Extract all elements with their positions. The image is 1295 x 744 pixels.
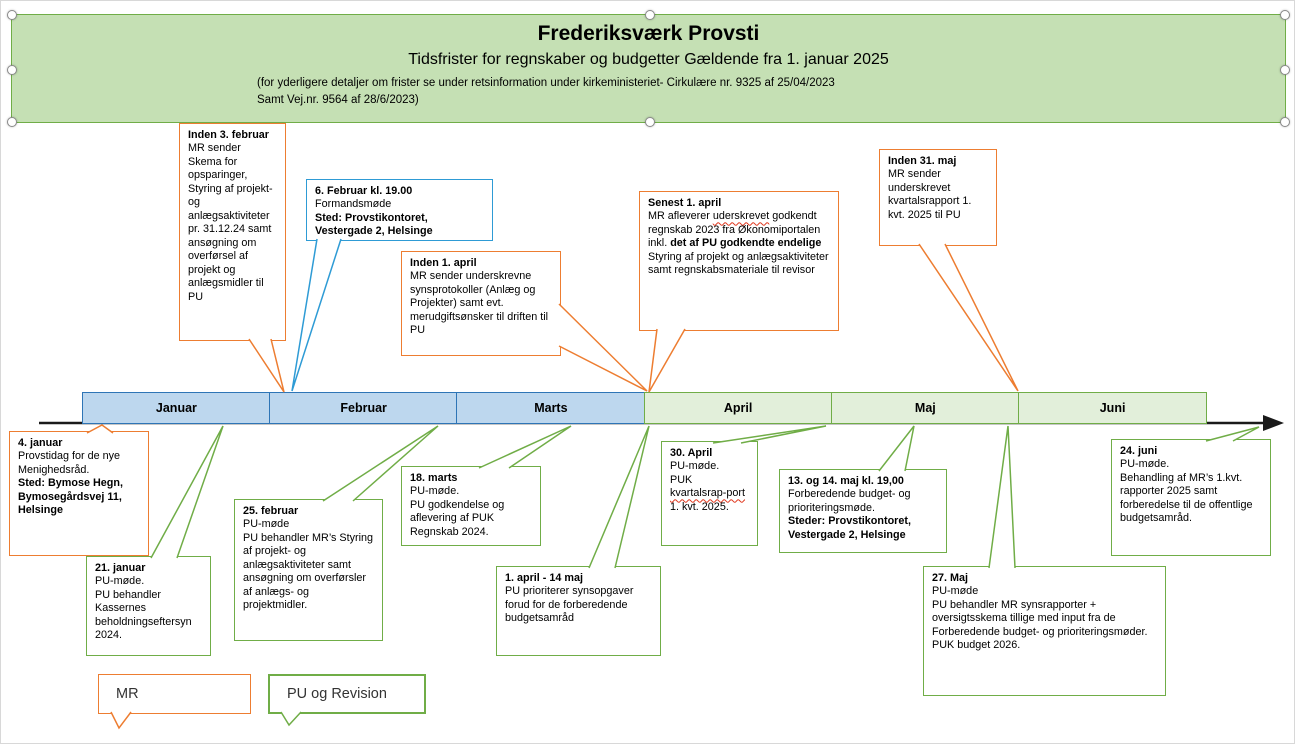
tail-13-14-maj bbox=[878, 425, 915, 472]
callout-text-bold: det af PU godkendte endelige bbox=[670, 237, 822, 250]
callout-21-januar[interactable]: 21. januar PU-møde. PU behandler Kassern… bbox=[86, 556, 211, 656]
callout-text: godkendt regnskab 2023 fra Økonomiportal… bbox=[648, 210, 821, 250]
tail-senest-1-april bbox=[648, 328, 686, 393]
tail-18-marts bbox=[478, 425, 572, 469]
callout-line: PU-møde bbox=[243, 518, 290, 531]
callout-inden-1-april[interactable]: Inden 1. april MR sender underskrevne sy… bbox=[401, 251, 561, 356]
header-note-line1: (for yderligere detaljer om frister se u… bbox=[257, 77, 835, 89]
callout-title: 24. juni bbox=[1120, 445, 1158, 457]
selection-handle-top-right[interactable] bbox=[1280, 10, 1290, 20]
callout-location: Sted: Provstikontoret, Vestergade 2, Hel… bbox=[315, 211, 433, 238]
callout-title: 25. februar bbox=[243, 505, 299, 517]
callout-line: Behandling af MR’s 1.kvt. rapporter 2025… bbox=[1120, 471, 1253, 525]
callout-line: PU godkendelse og aflevering af PUK Regn… bbox=[410, 498, 505, 538]
callout-24-juni[interactable]: 24. juni PU-møde. Behandling af MR’s 1.k… bbox=[1111, 439, 1271, 556]
callout-title: 21. januar bbox=[95, 562, 146, 574]
callout-text-misspelled: uderskrevet bbox=[712, 210, 770, 223]
callout-title: Senest 1. april bbox=[648, 197, 722, 209]
timeline-month-maj[interactable]: Maj bbox=[830, 392, 1020, 424]
callout-line: PU-møde bbox=[932, 585, 979, 598]
legend-pu-og-revision[interactable]: PU og Revision bbox=[268, 674, 426, 714]
tail-6-februar bbox=[291, 238, 342, 392]
tail-21-januar bbox=[150, 425, 224, 559]
callout-line: PU behandler MR synsrapporter + oversigt… bbox=[932, 598, 1148, 638]
timeline-month-januar[interactable]: Januar bbox=[82, 392, 271, 424]
callout-title: 4. januar bbox=[18, 437, 63, 449]
callout-1-april-14-maj[interactable]: 1. april - 14 maj PU prioriterer synsopg… bbox=[496, 566, 661, 656]
callout-line: PU-møde. bbox=[410, 485, 460, 498]
callout-text: PUK bbox=[670, 473, 693, 486]
callout-4-januar[interactable]: 4. januar Provstidag for de nye Menighed… bbox=[9, 431, 149, 556]
selection-handle-top-left[interactable] bbox=[7, 10, 17, 20]
callout-title: 13. og 14. maj kl. 19,00 bbox=[788, 475, 904, 487]
callout-title: 27. Maj bbox=[932, 572, 969, 584]
callout-body: MR sender underskrevne synsprotokoller (… bbox=[410, 270, 549, 337]
callout-title: 18. marts bbox=[410, 472, 458, 484]
selection-handle-bottom-left[interactable] bbox=[7, 117, 17, 127]
callout-line: Forberedende budget- og prioriteringsmød… bbox=[788, 488, 911, 514]
callout-line: PU-møde. bbox=[1120, 458, 1170, 471]
callout-inden-3-februar[interactable]: Inden 3. februar MR sender Skema for ops… bbox=[179, 123, 286, 341]
legend-mr-label: MR bbox=[116, 686, 139, 702]
callout-line: PU-møde. bbox=[670, 460, 720, 473]
callout-line: PU behandler Kassernes beholdningsefters… bbox=[95, 588, 192, 642]
callout-title: Inden 3. februar bbox=[188, 129, 269, 141]
title-banner[interactable]: Frederiksværk Provsti Tidsfrister for re… bbox=[7, 10, 1290, 127]
tail-inden-31-maj bbox=[918, 243, 1019, 392]
callout-location: Sted: Bymose Hegn, Bymosegårdsvej 11, He… bbox=[18, 477, 123, 517]
callout-text-misspelled: kvartalsrap-port bbox=[670, 487, 746, 500]
timeline-month-april[interactable]: April bbox=[643, 392, 833, 424]
callout-body: MR sender underskrevet kvartalsrapport 1… bbox=[888, 168, 972, 221]
callout-inden-31-maj[interactable]: Inden 31. maj MR sender underskrevet kva… bbox=[879, 149, 997, 246]
callout-title: 6. Februar kl. 19.00 bbox=[315, 185, 413, 197]
selection-handle-mid-left[interactable] bbox=[7, 64, 17, 75]
callout-line: PUK kvartalsrap-port 1. kvt. 2025. bbox=[670, 474, 749, 514]
callout-25-februar[interactable]: 25. februar PU-møde PU behandler MR’s St… bbox=[234, 499, 383, 641]
callout-title: 1. april - 14 maj bbox=[505, 572, 584, 584]
tail-1-april-14-maj bbox=[588, 425, 650, 569]
callout-line: Formandsmøde bbox=[315, 198, 392, 211]
tail-legend-mr bbox=[110, 711, 132, 730]
selection-handle-bottom-right[interactable] bbox=[1280, 117, 1290, 127]
tail-27-maj bbox=[988, 425, 1016, 569]
callout-title: Inden 31. maj bbox=[888, 155, 957, 167]
callout-title: 30. April bbox=[670, 447, 713, 459]
timeline-month-marts[interactable]: Marts bbox=[456, 392, 646, 424]
legend-pu-label: PU og Revision bbox=[287, 686, 387, 702]
tail-inden-1-april bbox=[558, 303, 648, 392]
page-subtitle: Tidsfrister for regnskaber og budgetter … bbox=[408, 51, 889, 68]
header-note-line2: Samt Vej.nr. 9564 af 28/6/2023) bbox=[257, 93, 419, 106]
callout-text: 1. kvt. 2025. bbox=[670, 500, 729, 513]
callout-title: Inden 1. april bbox=[410, 257, 477, 269]
callout-30-april[interactable]: 30. April PU-møde. PUK kvartalsrap-port … bbox=[661, 441, 758, 546]
callout-text: MR afleverer bbox=[648, 210, 713, 223]
callout-line: PU behandler MR’s Styring af projekt- og… bbox=[243, 531, 374, 612]
callout-13-14-maj[interactable]: 13. og 14. maj kl. 19,00 Forberedende bu… bbox=[779, 469, 947, 553]
header-notes: (for yderligere detaljer om frister se u… bbox=[257, 75, 1285, 108]
callout-body: MR sender Skema for opsparinger, Styring… bbox=[188, 142, 273, 303]
selection-handle-bottom-center[interactable] bbox=[644, 117, 655, 127]
timeline-month-juni[interactable]: Juni bbox=[1018, 392, 1207, 424]
callout-line: Provstidag for de nye Menighedsråd. bbox=[18, 450, 121, 476]
selection-handle-mid-right[interactable] bbox=[1280, 64, 1290, 75]
callout-18-marts[interactable]: 18. marts PU-møde. PU godkendelse og afl… bbox=[401, 466, 541, 546]
callout-body: PU prioriterer synsopgaver forud for de … bbox=[505, 585, 634, 625]
callout-line: PUK budget 2026. bbox=[932, 639, 1021, 652]
axis-arrowhead-icon bbox=[1263, 415, 1284, 431]
page-title: Frederiksværk Provsti bbox=[537, 22, 760, 45]
callout-text: Styring af projekt og anlægsaktiviteter … bbox=[648, 250, 829, 277]
callout-27-maj[interactable]: 27. Maj PU-møde PU behandler MR synsrapp… bbox=[923, 566, 1166, 696]
timeline-month-februar[interactable]: Februar bbox=[269, 392, 459, 424]
callout-line: PU-møde. bbox=[95, 575, 145, 588]
callout-location: Steder: Provstikontoret, Vestergade 2, H… bbox=[788, 515, 911, 541]
tail-inden-3-februar bbox=[248, 338, 285, 393]
timeline-bar: Januar Februar Marts April Maj Juni bbox=[82, 392, 1207, 424]
selection-handle-top-center[interactable] bbox=[644, 10, 655, 20]
legend-mr[interactable]: MR bbox=[98, 674, 251, 714]
callout-body: MR afleverer uderskrevet godkendt regnsk… bbox=[648, 210, 830, 277]
callout-senest-1-april[interactable]: Senest 1. april MR afleverer uderskrevet… bbox=[639, 191, 839, 331]
callout-6-februar-formandsmoede[interactable]: 6. Februar kl. 19.00 Formandsmøde Sted: … bbox=[306, 179, 493, 241]
